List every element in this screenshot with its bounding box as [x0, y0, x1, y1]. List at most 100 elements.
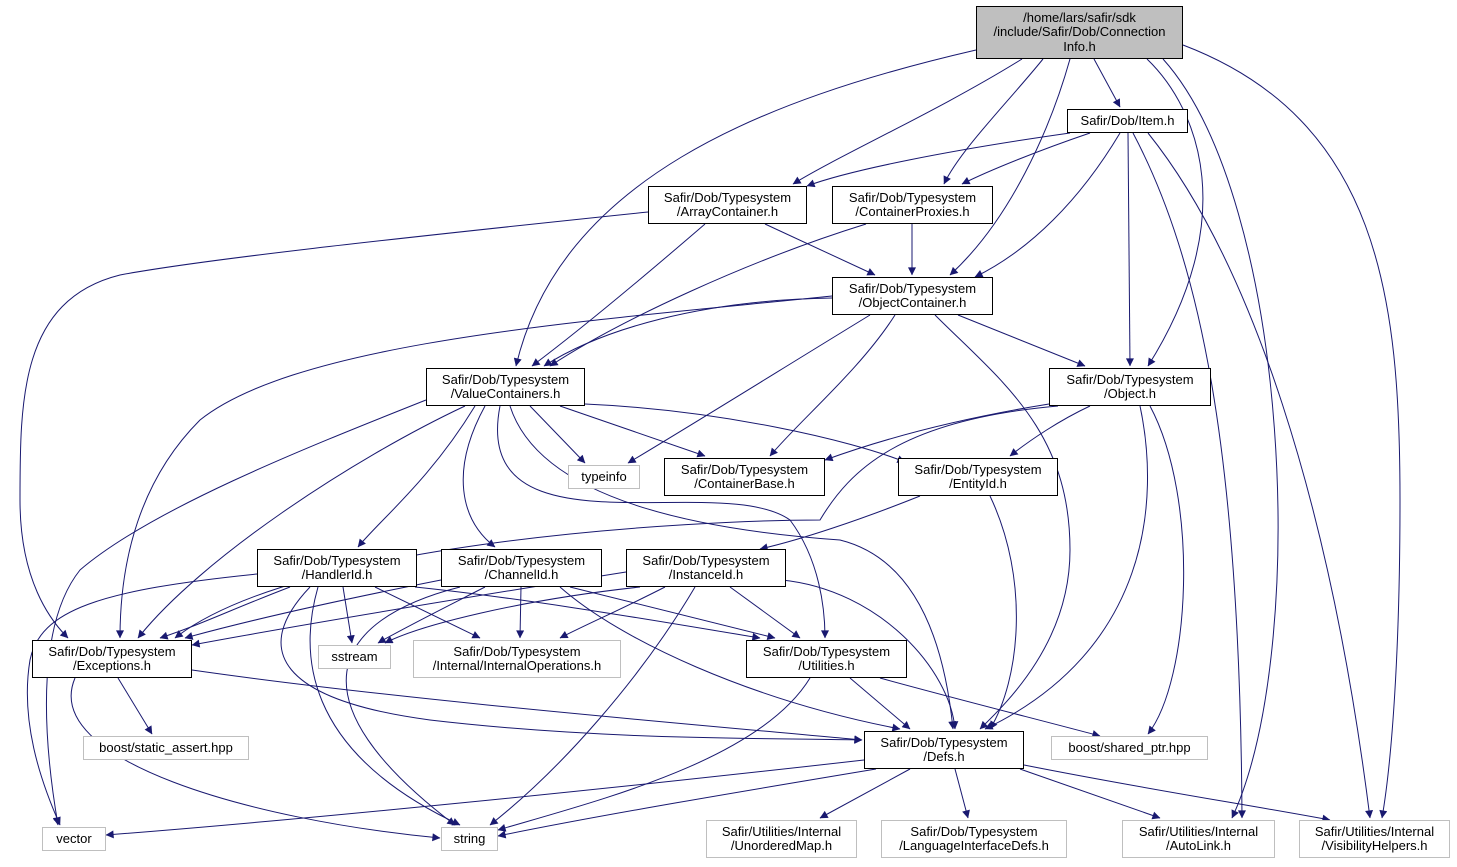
node-internaloperations-h: Safir/Dob/Typesystem/Internal/InternalOp… [413, 640, 621, 678]
node-exceptions-h[interactable]: Safir/Dob/Typesystem/Exceptions.h [32, 640, 192, 678]
node-utilities-h[interactable]: Safir/Dob/Typesystem/Utilities.h [746, 640, 907, 678]
edge-root-containerproxies [943, 58, 1044, 185]
node-label-line: Safir/Dob/Typesystem [848, 280, 977, 296]
edge-instanceid-utilities [729, 586, 801, 639]
node-label-line: /UnorderedMap.h [730, 838, 833, 853]
node-languageinterfacedefs-h: Safir/Dob/Typesystem/LanguageInterfaceDe… [881, 820, 1067, 858]
edge-containerproxies-valuecontainers [549, 223, 867, 367]
node-label-line: vector [56, 830, 92, 846]
node-entityid-h[interactable]: Safir/Dob/Typesystem/EntityId.h [898, 458, 1058, 496]
node-label-line: /ContainerBase.h [694, 476, 795, 491]
edge-valuecontainers-utilities [497, 405, 829, 639]
node-label-line: /AutoLink.h [1165, 838, 1232, 853]
edge-item-object [1125, 132, 1134, 367]
edge-item-arraycontainer [806, 132, 1071, 188]
edge-defs-vector [105, 759, 865, 839]
edge-root-object [1146, 58, 1204, 367]
edge-valuecontainers-entityid [584, 403, 906, 463]
node-instanceid-h[interactable]: Safir/Dob/Typesystem/InstanceId.h [626, 549, 786, 587]
node-defs-h[interactable]: Safir/Dob/Typesystem/Defs.h [864, 731, 1024, 769]
edge-root-visibility [1182, 44, 1401, 819]
edge-handlerid-sstream [342, 586, 355, 644]
edge-exceptions-defs [191, 669, 863, 744]
node-channelid-h[interactable]: Safir/Dob/Typesystem/ChannelId.h [441, 549, 602, 587]
node-label-line: /EntityId.h [949, 476, 1007, 491]
node-label-line: /Utilities.h [798, 658, 855, 673]
edge-instanceid-internalops [559, 586, 666, 639]
edge-item-autolink [1132, 132, 1246, 819]
node-label-line: string [453, 830, 486, 846]
edge-objectcontainer-valuecontainers [543, 297, 833, 367]
edge-channelid-exceptions [184, 579, 442, 640]
edge-utilities-defs [849, 677, 911, 730]
node-label-line: Safir/Utilities/Internal [1314, 823, 1435, 839]
edge-channelid-utilities [569, 586, 776, 641]
edge-defs-string [497, 768, 877, 839]
edge-defs-visibility [1023, 764, 1331, 823]
node-label-line: /include/Safir/Dob/Connection [993, 24, 1166, 40]
node-label-line: Safir/Dob/Typesystem [848, 189, 977, 205]
edge-valuecontainers-typeinfo [529, 405, 586, 464]
edge-exceptions-string [70, 677, 441, 842]
edge-object-containerbase [824, 403, 1050, 462]
node-containerproxies-h[interactable]: Safir/Dob/Typesystem/ContainerProxies.h [832, 186, 993, 224]
node-item-h[interactable]: Safir/Dob/Item.h [1067, 109, 1188, 133]
node-label-line: /ValueContainers.h [450, 386, 561, 401]
edge-exceptions-staticassert [117, 677, 153, 735]
edge-handlerid-internalops [374, 586, 481, 639]
edge-arraycontainer-exceptions [19, 211, 649, 639]
node-typeinfo: typeinfo [568, 465, 640, 489]
node-unorderedmap-h: Safir/Utilities/Internal/UnorderedMap.h [706, 820, 857, 858]
node-objectcontainer-h[interactable]: Safir/Dob/Typesystem/ObjectContainer.h [832, 277, 993, 315]
node-label-line: /Exceptions.h [72, 658, 152, 673]
edge-valuecontainers-containerbase [559, 405, 706, 458]
edge-channelid-string [345, 586, 461, 826]
edge-valuecontainers-defs [509, 405, 957, 730]
node-label-line: Safir/Dob/Typesystem [1066, 371, 1194, 387]
edge-object-entityid [1009, 405, 1091, 457]
node-label-line: Safir/Dob/Typesystem [441, 371, 570, 387]
node-label-line: /home/lars/safir/sdk [1023, 9, 1136, 25]
edge-channelid-defs [559, 586, 901, 732]
node-arraycontainer-h[interactable]: Safir/Dob/Typesystem/ArrayContainer.h [648, 186, 807, 224]
node-label-line: /ObjectContainer.h [858, 295, 967, 310]
edge-root-valuecontainers [513, 49, 977, 367]
node-label-line: /ChannelId.h [484, 567, 559, 582]
edge-entityid-instanceid [759, 495, 921, 552]
edge-objectcontainer-containerbase [769, 314, 896, 457]
node-object-h[interactable]: Safir/Dob/Typesystem/Object.h [1049, 368, 1211, 406]
edge-root-objectcontainer [949, 58, 1071, 276]
node-connectioninfo-h: /home/lars/safir/sdk/include/Safir/Dob/C… [976, 6, 1183, 59]
edge-valuecontainers-channelid [462, 405, 496, 548]
node-label-line: /VisibilityHelpers.h [1321, 838, 1428, 853]
edge-object-sharedptr [1147, 405, 1185, 735]
edge-arraycontainer-objectcontainer [764, 223, 876, 276]
node-containerbase-h[interactable]: Safir/Dob/Typesystem/ContainerBase.h [664, 458, 825, 496]
edge-defs-unorderedmap [819, 768, 911, 819]
node-vector: vector [42, 827, 106, 851]
edge-objectcontainer-object [957, 314, 1086, 367]
node-label-line: Safir/Dob/Typesystem [910, 823, 1038, 839]
node-label-line: /Object.h [1103, 386, 1157, 401]
edge-arraycontainer-valuecontainers [531, 223, 706, 367]
node-label-line: Safir/Dob/Typesystem [457, 552, 586, 568]
edge-object-defs [984, 405, 1148, 730]
edge-valuecontainers-vector [45, 399, 427, 826]
edge-object-exceptions [174, 405, 1059, 639]
edge-defs-langdefs [954, 768, 970, 819]
node-label-line: /Internal/InternalOperations.h [432, 658, 602, 673]
node-label-line: Safir/Dob/Typesystem [273, 552, 401, 568]
edge-root-autolink [1162, 58, 1279, 819]
edge-valuecontainers-exceptions [137, 405, 466, 639]
edge-handlerid-string [309, 586, 461, 826]
node-valuecontainers-h[interactable]: Safir/Dob/Typesystem/ValueContainers.h [426, 368, 585, 406]
edge-objectcontainer-defs [934, 314, 1071, 730]
edge-objectcontainer-typeinfo [627, 314, 871, 464]
edge-valuecontainers-handlerid [357, 405, 476, 548]
node-handlerid-h[interactable]: Safir/Dob/Typesystem/HandlerId.h [257, 549, 417, 587]
node-label-line: Safir/Utilities/Internal [721, 823, 842, 839]
node-label-line: /Defs.h [923, 749, 965, 764]
node-autolink-h: Safir/Utilities/Internal/AutoLink.h [1122, 820, 1275, 858]
edge-item-containerproxies [961, 132, 1091, 185]
edge-handlerid-exceptions [159, 586, 291, 640]
